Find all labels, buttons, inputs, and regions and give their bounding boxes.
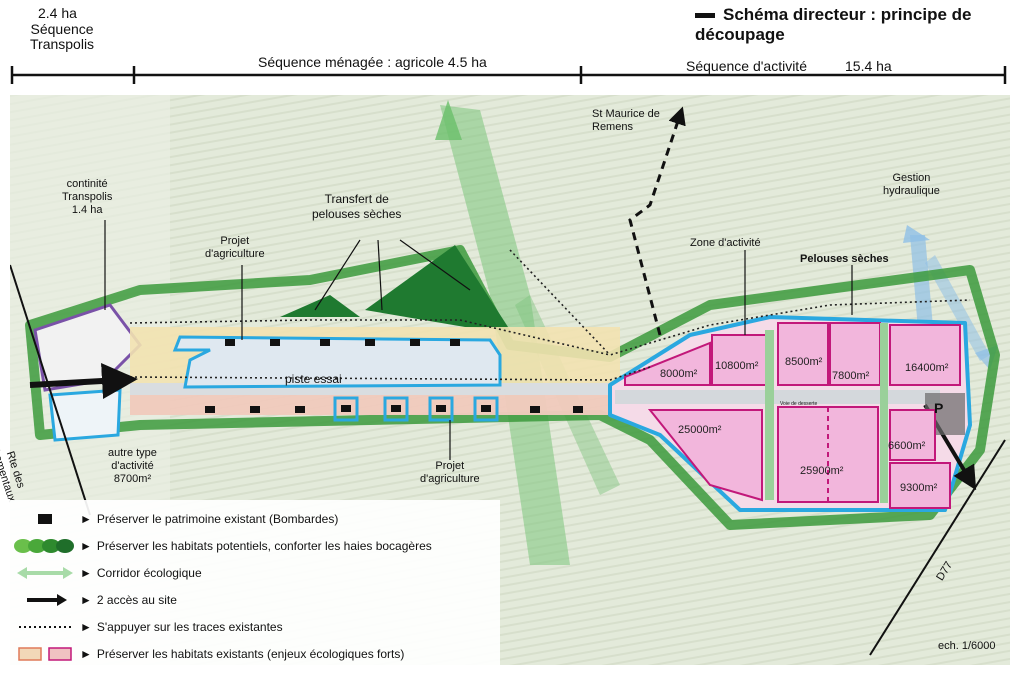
legend-row-access: ►2 accès au site	[10, 589, 177, 611]
label-gestion: Gestion hydraulique	[883, 172, 940, 197]
scale-label: ech. 1/6000	[938, 640, 996, 652]
dotted-trace-1	[129, 299, 971, 356]
label-transfert: Transfert de pelouses sèches	[312, 192, 402, 221]
label-continuite: continité Transpolis 1.4 ha	[62, 178, 113, 216]
dotted-trace-icon	[10, 619, 80, 635]
label-st-maurice: St Maurice de Remens	[592, 108, 660, 133]
lot-area-2: 10800m²	[715, 360, 759, 372]
legend-row-habitats: ►Préserver les habitats existants (enjeu…	[10, 643, 404, 665]
label-voie: Voie de desserte	[780, 401, 818, 407]
transpolis-sequence: Séquence Transpolis	[30, 21, 95, 52]
sequence-ruler	[10, 66, 1007, 84]
pelouse-transfer-2	[365, 245, 510, 330]
access-arrow-icon	[10, 592, 80, 608]
bombardes-row-top	[225, 339, 460, 346]
voie-desserte	[615, 390, 940, 404]
hedge-ring	[25, 245, 1000, 530]
label-pelouses: Pelouses sèches	[800, 253, 889, 265]
habitat-icon	[10, 646, 80, 662]
label-autre-activite: autre type d'activité 8700m²	[108, 447, 157, 485]
label-parking: P	[934, 400, 944, 416]
label-projet-agri-top: Projet d'agriculture	[205, 235, 265, 260]
lot-area-9: 9300m²	[900, 482, 938, 494]
corridor-icon	[10, 565, 80, 581]
legend-row-hedges: ►Préserver les habitats potentiels, conf…	[10, 535, 432, 557]
lot-area-5: 16400m²	[905, 362, 949, 374]
corridor-arrow-icon	[435, 100, 462, 140]
autre-activite-zone	[48, 388, 122, 442]
label-zone-activite: Zone d'activité	[690, 237, 761, 249]
st-maurice-link	[628, 106, 686, 336]
label-piste: piste essai	[285, 372, 342, 386]
lot-area-1: 8000m²	[660, 368, 698, 380]
access-arrow-west-icon	[29, 363, 138, 399]
lot-area-6: 25000m²	[678, 424, 722, 436]
agricole-sequence: Séquence ménagée : agricole 4.5 ha	[258, 54, 487, 70]
bombarde-icon	[10, 512, 80, 526]
lot-area-3: 8500m²	[785, 356, 823, 368]
activite-sequence: Séquence d'activité	[686, 58, 807, 74]
legend-panel	[0, 500, 500, 670]
projet-agriculture-zone	[172, 335, 502, 389]
map-title: Schéma directeur : principe de découpage	[695, 5, 972, 44]
legend-row-traces: ►S'appuyer sur les traces existantes	[10, 616, 283, 638]
bombardes-row-bottom	[205, 396, 583, 422]
lots	[624, 322, 961, 509]
pelouse-transfer-1	[280, 295, 360, 317]
lot-area-4: 7800m²	[832, 370, 870, 382]
road-d77	[869, 439, 1006, 656]
label-projet-agri-bottom: Projet d'agriculture	[420, 460, 480, 485]
legend-row-corridor: ►Corridor écologique	[10, 562, 202, 584]
transpolis-area: 2.4 ha	[38, 5, 77, 21]
lot-area-8: 6600m²	[888, 440, 926, 452]
legend-row-bombardes: ►Préserver le patrimoine existant (Bomba…	[10, 508, 338, 530]
hedge-icon	[10, 538, 80, 554]
title-dash-icon	[695, 13, 715, 19]
activite-area: 15.4 ha	[845, 58, 892, 74]
lot-area-7: 25900m²	[800, 465, 844, 477]
road-fromentaux	[10, 264, 91, 516]
